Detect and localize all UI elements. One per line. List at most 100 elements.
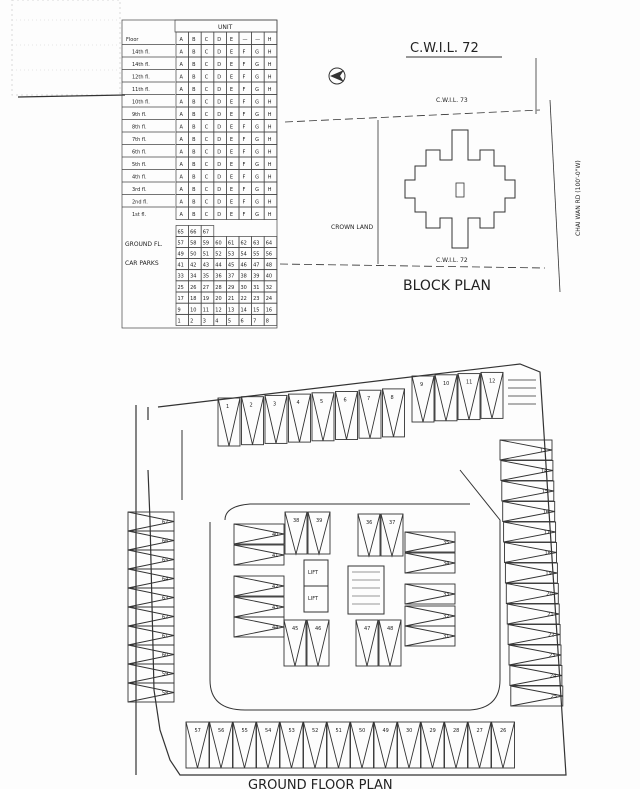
bay-number: 14 [541, 469, 547, 475]
unit-cell: F [243, 62, 246, 68]
parking-bay: 52 [303, 721, 327, 769]
bay-number: 33 [443, 592, 449, 598]
highlighted-car-park: 45 [228, 263, 234, 269]
unit-cell: G [255, 100, 259, 106]
parking-bay: 24 [509, 665, 563, 686]
unit-cell: C [205, 100, 209, 106]
car-park-number: 1 [178, 319, 181, 325]
parking-bay: 63 [127, 587, 175, 608]
bay-number: 31 [443, 634, 449, 640]
unit-cell: E [230, 150, 233, 156]
parking-bay: 3 [264, 394, 288, 444]
car-park-number: 17 [178, 296, 184, 302]
parking-bay: 44 [233, 616, 285, 638]
unit-cell: H [268, 87, 272, 93]
parking-bay: 1 [217, 397, 241, 447]
bay-number: 57 [195, 728, 201, 734]
unit-cell: F [243, 175, 246, 181]
parking-bay: 7 [358, 389, 382, 439]
car-park-number: 49 [178, 252, 184, 258]
unit-cell: F [243, 187, 246, 193]
unit-cell: H [268, 212, 272, 218]
unit-cell: D [217, 150, 221, 156]
unit-letter: A [180, 37, 184, 43]
floor-label: 12th fl. [132, 75, 150, 81]
car-park-number: 37 [228, 274, 234, 280]
unit-cell: B [192, 100, 196, 106]
bay-number: 50 [359, 728, 365, 734]
unit-cell: D [217, 62, 221, 68]
unit-cell: F [243, 212, 246, 218]
car-park-number: 57 [178, 241, 184, 247]
car-park-number: 29 [228, 285, 234, 291]
unit-letter: B [192, 37, 196, 43]
car-park-number: 64 [266, 241, 272, 247]
tower-footprint [404, 129, 516, 249]
bay-number: 67 [162, 520, 168, 526]
unit-cell: A [180, 50, 184, 56]
parking-bay: 27 [467, 721, 492, 769]
bay-number: 23 [549, 653, 555, 659]
car-park-number: 4 [215, 319, 218, 325]
bay-number: 44 [272, 625, 278, 631]
parking-bay: 43 [233, 596, 285, 618]
bay-number: 54 [265, 728, 271, 734]
car-park-number: 2 [190, 319, 193, 325]
unit-cell: D [217, 162, 221, 168]
bay-number: 34 [443, 561, 449, 567]
car-park-number: 27 [203, 285, 209, 291]
unit-cell: G [255, 212, 259, 218]
car-park-number: 46 [241, 263, 247, 269]
bay-number: 11 [466, 380, 472, 386]
unit-cell: D [217, 75, 221, 81]
unit-cell: B [192, 137, 196, 143]
car-park-number: 34 [190, 274, 196, 280]
car-park-number: 16 [266, 307, 272, 313]
bay-number: 42 [272, 584, 278, 590]
unit-cell: B [192, 162, 196, 168]
unit-cell: A [180, 212, 184, 218]
car-park-number: 48 [266, 263, 272, 269]
unit-letter: — [255, 37, 260, 43]
car-park-number: 60 [215, 241, 221, 247]
car-park-number: 35 [203, 274, 209, 280]
bay-number: 66 [162, 539, 168, 545]
car-park-number: 65 [178, 230, 184, 236]
car-park-number: 32 [266, 285, 272, 291]
parking-bay: 8 [382, 388, 405, 438]
parking-bay: 56 [209, 721, 233, 769]
bay-number: 47 [364, 626, 370, 632]
block-ref-top: C.W.I.L. 72 [410, 41, 479, 56]
parking-bay: 32 [404, 605, 456, 627]
car-park-number: 59 [203, 241, 209, 247]
parking-bay: 33 [404, 583, 456, 605]
bay-number: 24 [550, 674, 556, 680]
unit-cell: A [180, 150, 184, 156]
parking-bay: 16 [502, 501, 556, 522]
parking-bay: 48 [378, 619, 402, 667]
unit-cell: F [243, 125, 246, 131]
ground-plan-title: GROUND FLOOR PLAN [248, 778, 393, 789]
car-park-number: 50 [190, 252, 196, 258]
unit-cell: H [268, 150, 272, 156]
bay-number: 59 [162, 672, 168, 678]
bay-number: 58 [162, 691, 168, 697]
parking-bay: 2 [241, 396, 264, 446]
bay-number: 36 [366, 520, 372, 526]
bay-number: 15 [542, 489, 548, 495]
car-park-number: 22 [241, 296, 247, 302]
unit-cell: G [255, 87, 259, 93]
unit-cell: B [192, 175, 196, 181]
parking-bay: 20 [505, 583, 559, 604]
car-park-number: 18 [190, 296, 196, 302]
bay-number: 41 [272, 553, 278, 559]
unit-cell: F [243, 162, 246, 168]
lift-label: LIFT [308, 570, 319, 576]
bay-number: 12 [489, 378, 495, 384]
block-plan: C.W.I.L. 72 C.W.I.L. 73 C.W.I.L. 72 CROW… [279, 41, 582, 294]
parking-bay: 12 [480, 371, 504, 419]
unit-cell: G [255, 187, 259, 193]
floor-label: 10th fl. [132, 100, 150, 106]
unit-cell: A [180, 200, 184, 206]
unit-cell: G [255, 162, 259, 168]
